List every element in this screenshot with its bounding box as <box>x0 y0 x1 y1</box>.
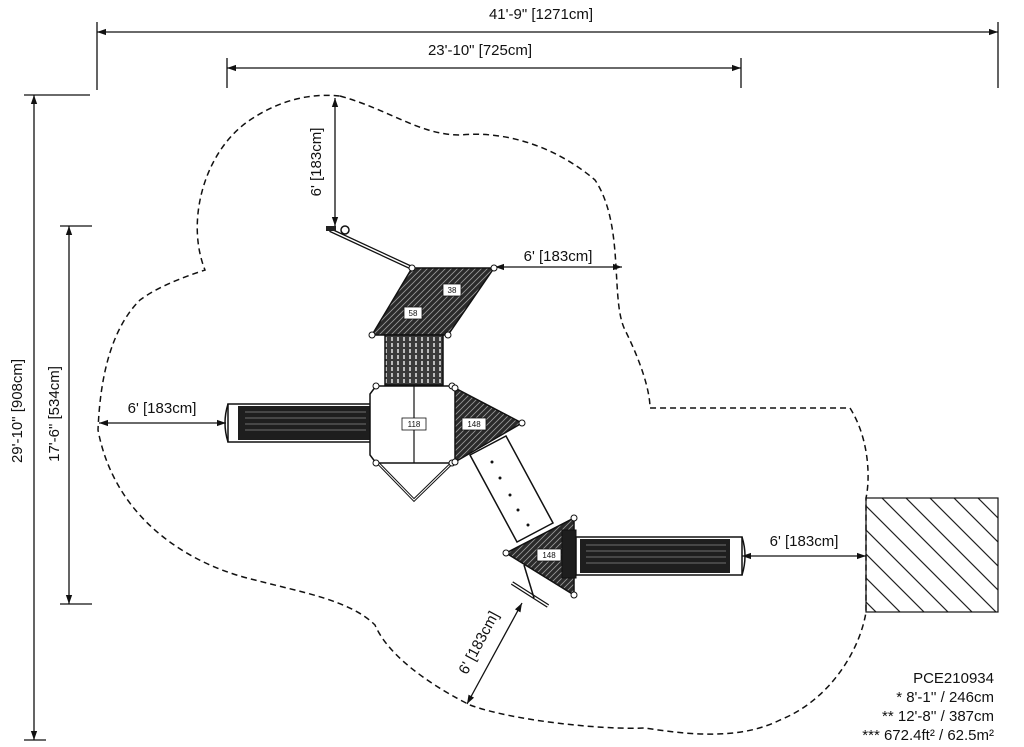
deck-height-upper-left: 58 <box>409 309 418 318</box>
legend-line-1: * 8'-1'' / 246cm <box>896 689 994 706</box>
equipment-width-dimension: 23'-10" [725cm] <box>226 40 742 88</box>
deck-height-right: 148 <box>467 420 481 429</box>
hatched-zone <box>865 497 999 613</box>
equipment-depth-dimension: 17'-6" [534cm] <box>44 225 92 605</box>
clearance-top-dimension: 6' [183cm] <box>308 98 339 226</box>
equipment-width-label: 23'-10" [725cm] <box>428 42 532 59</box>
upper-climber-deck <box>368 264 498 339</box>
clearance-upper-right-dimension: 6' [183cm] <box>495 248 622 271</box>
lower-steps <box>510 564 550 608</box>
top-arm <box>326 225 413 270</box>
deck-tag-upper-left: 58 <box>403 306 423 320</box>
deck-tag-center: 118 <box>401 417 427 431</box>
clearance-upper-right-label: 6' [183cm] <box>524 248 593 265</box>
clearance-bottom-dimension: 6' [183cm] <box>455 602 523 705</box>
deck-tag-upper-right: 38 <box>442 283 462 297</box>
clearance-bottom-label: 6' [183cm] <box>455 609 502 678</box>
equipment-depth-label: 17'-6" [534cm] <box>46 366 63 462</box>
overall-width-label: 41'-9" [1271cm] <box>489 6 593 23</box>
climbing-panel <box>384 334 444 386</box>
right-slide <box>575 536 746 576</box>
right-triangle-deck <box>451 384 526 466</box>
deck-height-lower: 148 <box>542 551 556 560</box>
deck-tag-lower: 148 <box>536 548 562 562</box>
bridge-ramp <box>468 434 555 544</box>
deck-height-center: 118 <box>408 420 421 429</box>
left-slide <box>224 403 374 443</box>
deck-tag-right: 148 <box>461 417 487 431</box>
center-deck <box>369 382 459 503</box>
legend: PCE210934 * 8'-1'' / 246cm ** 12'-8'' / … <box>862 669 994 745</box>
clearance-left-label: 6' [183cm] <box>128 400 197 417</box>
overall-depth-dimension: 29'-10" [908cm] <box>6 94 90 741</box>
overall-width-dimension: 41'-9" [1271cm] <box>96 4 999 90</box>
legend-line-2: ** 12'-8'' / 387cm <box>882 708 994 725</box>
clearance-left-dimension: 6' [183cm] <box>99 400 226 427</box>
clearance-top-label: 6' [183cm] <box>308 128 325 197</box>
safety-zone-outline <box>97 94 869 735</box>
legend-line-3: *** 672.4ft² / 62.5m² <box>862 727 994 744</box>
clearance-right-dimension: 6' [183cm] <box>742 533 866 560</box>
model-number: PCE210934 <box>913 670 994 687</box>
clearance-right-label: 6' [183cm] <box>770 533 839 550</box>
deck-height-upper-right: 38 <box>448 286 457 295</box>
overall-depth-label: 29'-10" [908cm] <box>9 359 26 463</box>
